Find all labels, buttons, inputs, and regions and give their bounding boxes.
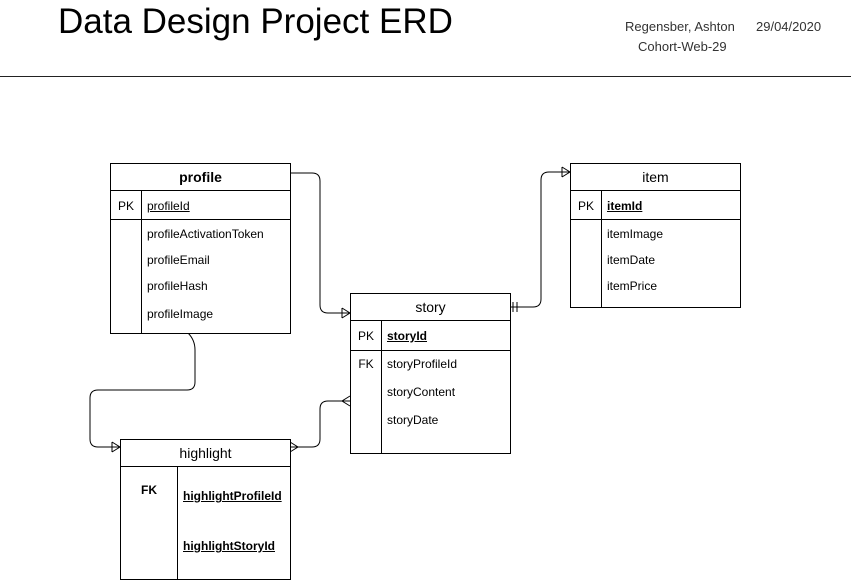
entity-field: profileEmail xyxy=(147,253,210,267)
divider xyxy=(351,350,510,351)
entity-field: itemPrice xyxy=(607,279,658,293)
entity-field: storyDate xyxy=(387,413,439,427)
entity-field: profileActivationToken xyxy=(147,227,264,241)
pk-label: PK xyxy=(117,199,134,213)
pk-field: storyId xyxy=(387,329,428,343)
entity-title: highlight xyxy=(121,440,290,467)
entity-field: storyContent xyxy=(387,385,456,399)
entity-item[interactable]: item PK itemId itemImage itemDate itemPr… xyxy=(570,163,741,308)
relationship-profile-story xyxy=(290,172,350,314)
divider xyxy=(601,190,602,307)
divider xyxy=(571,219,740,220)
relationship-item-story xyxy=(510,171,570,308)
entity-field: highlightStoryId xyxy=(183,539,275,553)
entity-field: itemImage xyxy=(607,227,664,241)
one-mandatory-icon xyxy=(512,302,518,312)
entity-title: item xyxy=(571,164,740,191)
fk-label: FK xyxy=(141,483,157,497)
entity-field: itemDate xyxy=(607,253,656,267)
divider xyxy=(177,466,178,579)
crowfoot-many-icon xyxy=(289,441,299,453)
header-divider xyxy=(0,76,851,77)
divider xyxy=(381,320,382,453)
fk-label: FK xyxy=(358,357,374,371)
pk-label: PK xyxy=(357,329,374,343)
entity-field: profileImage xyxy=(147,307,214,321)
entity-profile[interactable]: profile PK profileId profileActivationTo… xyxy=(110,163,291,334)
pk-field: profileId xyxy=(147,199,190,213)
entity-field: highlightProfileId xyxy=(183,489,282,503)
entity-highlight[interactable]: highlight FK highlightProfileId highligh… xyxy=(120,439,291,580)
pk-field: itemId xyxy=(607,199,643,213)
entity-title: profile xyxy=(111,164,290,191)
entity-field: profileHash xyxy=(147,279,208,293)
divider xyxy=(111,219,290,220)
pk-label: PK xyxy=(577,199,594,213)
entity-story[interactable]: story PK storyId FK storyProfileId story… xyxy=(350,293,511,454)
crowfoot-many-icon xyxy=(341,395,351,407)
entity-field: storyProfileId xyxy=(387,357,458,371)
divider xyxy=(141,190,142,333)
author-name: Regensber, Ashton xyxy=(625,19,735,34)
page-title: Data Design Project ERD xyxy=(58,2,453,41)
relationship-story-highlight xyxy=(290,400,350,448)
cohort-label: Cohort-Web-29 xyxy=(638,39,727,54)
entity-title: story xyxy=(351,294,510,321)
document-date: 29/04/2020 xyxy=(756,19,822,34)
relationship-profile-highlight xyxy=(89,332,196,448)
